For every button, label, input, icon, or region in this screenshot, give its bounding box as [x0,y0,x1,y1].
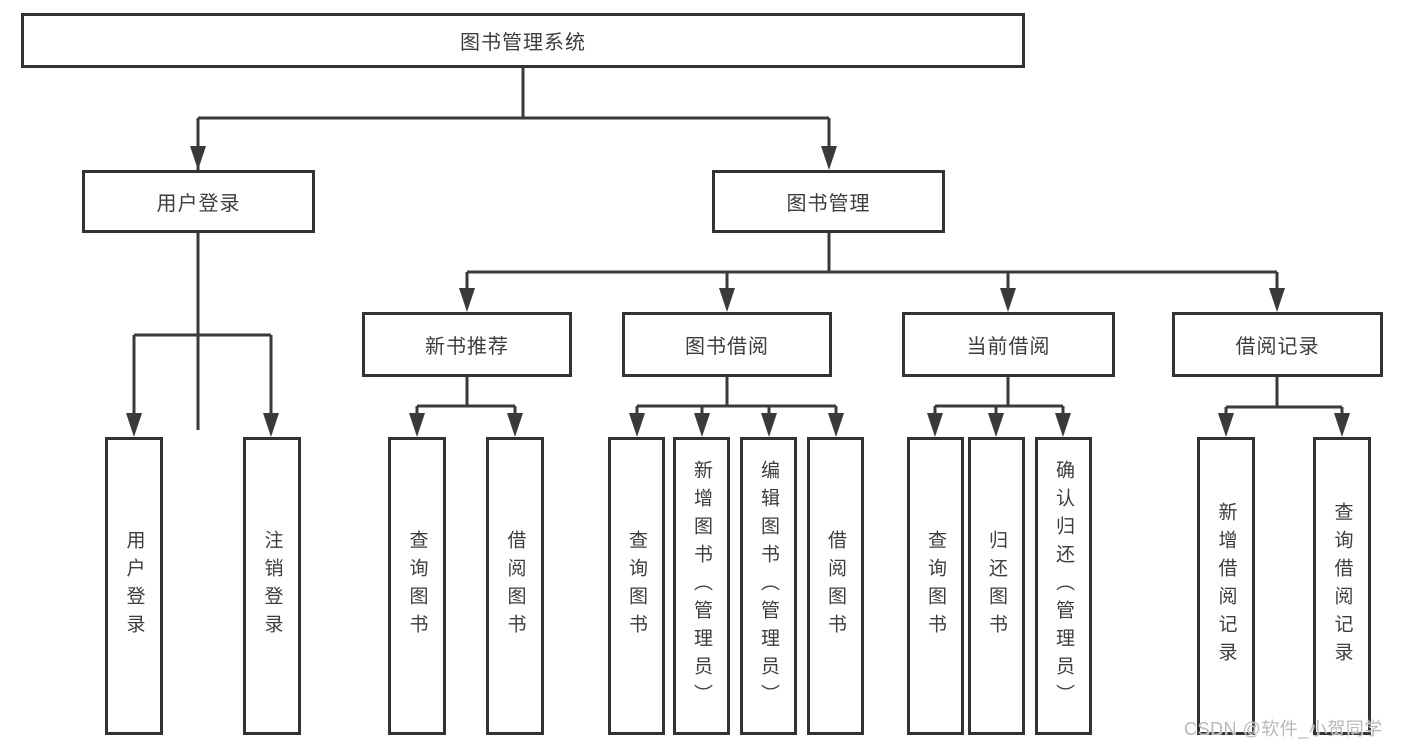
leaf-label: 用户登录 [123,530,145,642]
leaf-query-books-borrow: 查询图书 [608,437,665,735]
node-user-login: 用户登录 [82,170,315,233]
leaf-query-books-newrec: 查询图书 [388,437,446,735]
leaf-confirm-return-admin: 确认归还（管理员） [1035,437,1092,735]
leaf-logout: 注销登录 [243,437,301,735]
leaf-user-login: 用户登录 [105,437,163,735]
leaf-add-borrow-record: 新增借阅记录 [1197,437,1255,735]
node-label: 新书推荐 [425,336,509,358]
node-label: 图书管理系统 [460,32,586,54]
node-label: 当前借阅 [966,336,1051,358]
node-label: 图书借阅 [685,336,769,358]
leaf-label: 注销登录 [261,530,283,642]
node-new-book-recommendation: 新书推荐 [362,312,572,377]
leaf-return-books: 归还图书 [968,437,1025,735]
leaf-query-books-current: 查询图书 [907,437,964,735]
leaf-label: 确认归还（管理员） [1053,460,1074,712]
leaf-label: 查询图书 [406,530,428,642]
leaf-label: 查询图书 [925,530,946,642]
leaf-label: 归还图书 [986,530,1007,642]
leaf-label: 借阅图书 [825,530,846,642]
leaf-label: 编辑图书（管理员） [758,460,779,712]
leaf-label: 查询借阅记录 [1331,502,1353,670]
node-current-borrowing: 当前借阅 [902,312,1115,377]
leaf-edit-books-admin: 编辑图书（管理员） [740,437,797,735]
node-borrowing-records: 借阅记录 [1172,312,1383,377]
leaf-label: 新增图书（管理员） [691,460,712,712]
node-library-management-system: 图书管理系统 [21,13,1025,68]
node-label: 用户登录 [156,193,241,215]
node-label: 图书管理 [786,193,871,215]
leaf-borrow-books: 借阅图书 [807,437,864,735]
node-book-management: 图书管理 [712,170,945,233]
node-book-borrowing: 图书借阅 [622,312,832,377]
leaf-label: 借阅图书 [504,530,526,642]
node-label: 借阅记录 [1235,336,1320,358]
leaf-label: 查询图书 [626,530,647,642]
leaf-borrow-books-newrec: 借阅图书 [486,437,544,735]
leaf-label: 新增借阅记录 [1215,502,1237,670]
leaf-query-borrow-record: 查询借阅记录 [1313,437,1371,735]
leaf-add-books-admin: 新增图书（管理员） [673,437,730,735]
csdn-watermark: CSDN @软件_小贺同学 [1184,719,1383,739]
